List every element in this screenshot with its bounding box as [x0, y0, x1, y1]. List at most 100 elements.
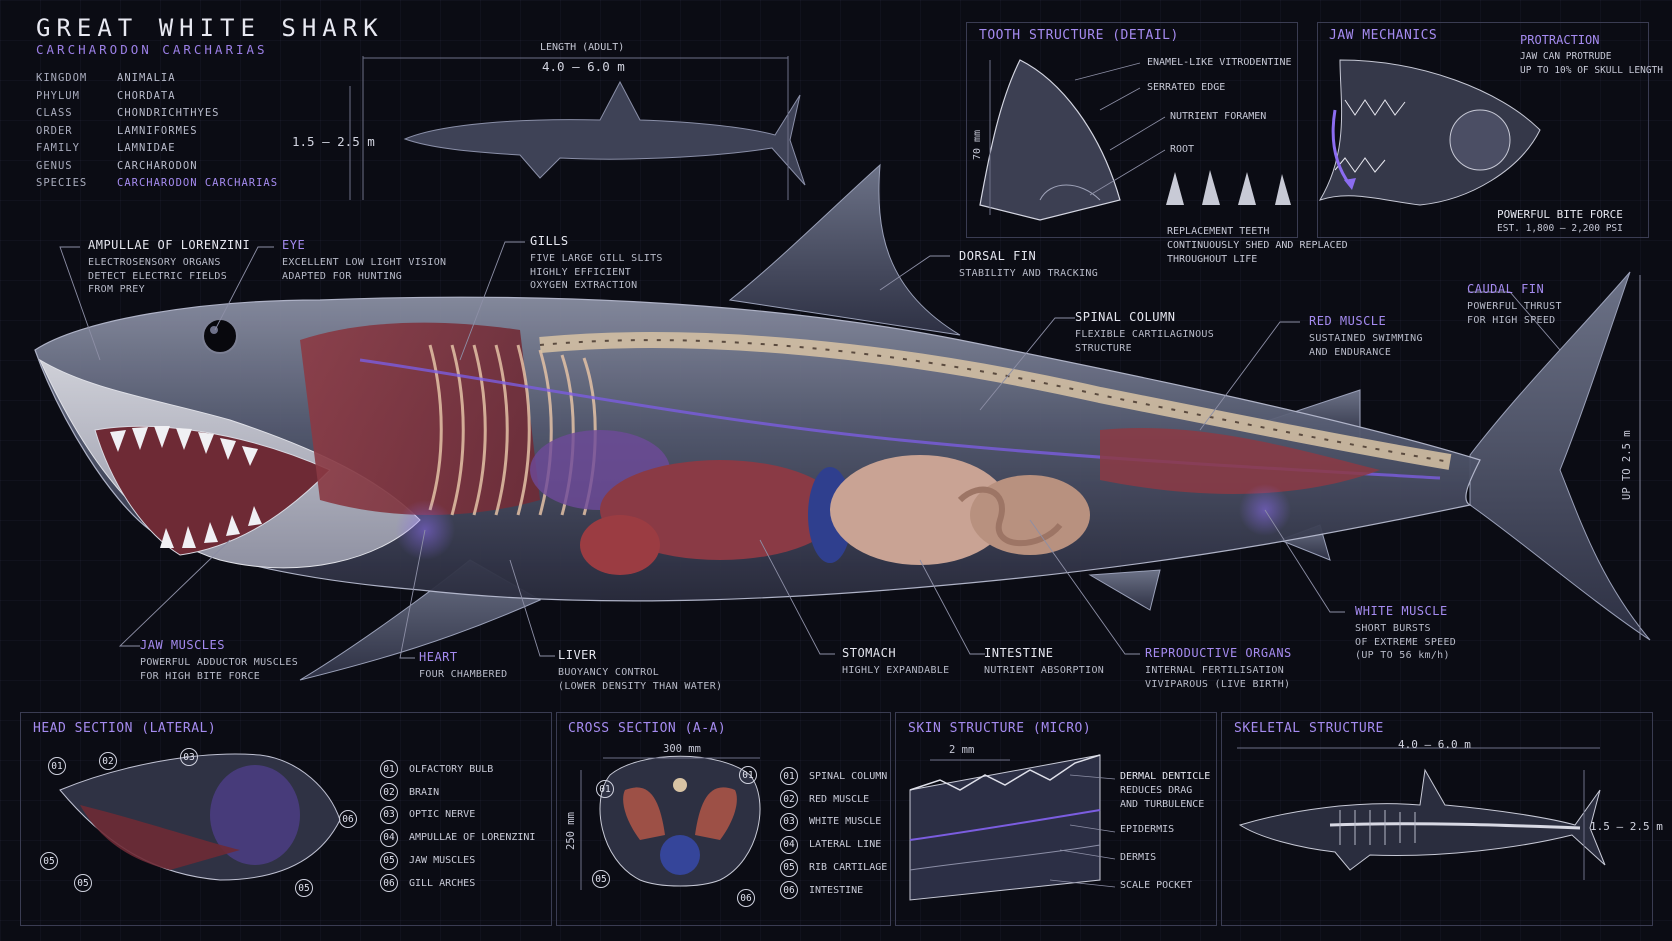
dermal-denticle-note: DERMAL DENTICLE REDUCES DRAG AND TURBULE…: [1120, 771, 1211, 810]
head-marker: 05: [295, 879, 313, 897]
skin-scale: 2 mm: [949, 744, 975, 756]
taxonomy-value: CHORDATA: [117, 89, 176, 102]
tooth-drawing: [979, 59, 1291, 221]
height-value: 1.5 – 2.5 m: [292, 134, 375, 149]
skeletal-drawing: [1237, 747, 1606, 880]
callout-title: DORSAL FIN: [959, 249, 1037, 263]
taxonomy-rank: CLASS: [36, 107, 73, 119]
size-silhouette: [349, 56, 806, 200]
protraction-line: JAW CAN PROTRUDE: [1520, 51, 1612, 62]
callout-title: HEART: [419, 650, 458, 664]
callout-title: WHITE MUSCLE: [1355, 604, 1448, 618]
replacement-teeth-note: REPLACEMENT TEETH CONTINUOUSLY SHED AND …: [1167, 225, 1348, 267]
skeletal-structure-panel: [1221, 712, 1653, 926]
head-section-panel: [20, 712, 552, 926]
head-marker: 05: [74, 874, 92, 892]
bite-force-title: POWERFUL BITE FORCE: [1497, 208, 1623, 221]
scale-pocket-label: SCALE POCKET: [1120, 880, 1193, 891]
skin-structure-panel: [895, 712, 1217, 926]
taxonomy-row: SPECIES CARCHARODON CARCHARIAS: [36, 175, 278, 193]
replacement-line: REPLACEMENT TEETH: [1167, 226, 1270, 237]
taxonomy-value: ANIMALIA: [117, 72, 176, 84]
tooth-label-root: ROOT: [1170, 144, 1195, 155]
page-title: GREAT WHITE SHARK: [36, 14, 384, 42]
callout-intestine: INTESTINE NUTRIENT ABSORPTION: [984, 646, 1105, 676]
length-label: LENGTH (ADULT): [540, 42, 625, 53]
callout-lines: [59, 241, 1641, 659]
bite-force-unit: PSI: [1605, 223, 1623, 234]
tooth-label-enamel: ENAMEL-LIKE VITRODENTINE: [1147, 57, 1292, 68]
callout-stomach: STOMACH HIGHLY EXPANDABLE: [842, 646, 950, 676]
tooth-height: 70 mm: [972, 129, 983, 160]
skin-structure-title: SKIN STRUCTURE (MICRO): [908, 721, 1092, 736]
callout-title: STOMACH: [842, 646, 897, 660]
cross-section-height: 250 mm: [565, 812, 577, 850]
cross-marker: 01: [596, 780, 614, 798]
tooth-label-serrated: SERRATED EDGE: [1147, 82, 1226, 93]
cross-marker: 01: [739, 766, 757, 784]
main-shark: [34, 163, 1651, 681]
skeletal-structure-title: SKELETAL STRUCTURE: [1234, 721, 1384, 736]
taxonomy-rank: GENUS: [36, 159, 73, 172]
head-marker: 05: [40, 852, 58, 870]
callout-ampullae: AMPULLAE OF LORENZINI ELECTROSENSORY ORG…: [88, 238, 251, 295]
taxonomy-value: LAMNIDAE: [117, 142, 176, 154]
tooth-label-foramen: NUTRIENT FORAMEN: [1170, 111, 1267, 122]
bite-force-value: EST. 1,800 – 2,200: [1497, 223, 1600, 234]
protraction-title: PROTRACTION: [1520, 33, 1600, 47]
cross-section-drawing: [580, 755, 761, 890]
taxonomy-value: CARCHARODON: [117, 159, 198, 172]
protraction-line: UP TO 10% OF SKULL LENGTH: [1520, 64, 1663, 76]
cross-marker: 06: [737, 889, 755, 907]
jaw-drawing: [1318, 59, 1541, 206]
cross-section-panel: [556, 712, 891, 926]
bite-force-note: POWERFUL BITE FORCE EST. 1,800 – 2,200 P…: [1497, 208, 1623, 234]
protraction-note: PROTRACTION JAW CAN PROTRUDE UP TO 10% O…: [1520, 33, 1663, 77]
head-marker: 02: [99, 752, 117, 770]
callout-title: LIVER: [558, 648, 597, 662]
head-section-title: HEAD SECTION (LATERAL): [33, 721, 217, 736]
callout-heart: HEART FOUR CHAMBERED: [419, 650, 508, 680]
skeletal-height: 1.5 – 2.5 m: [1590, 820, 1663, 833]
cross-section-title: CROSS SECTION (A-A): [568, 721, 727, 736]
skeletal-length: 4.0 – 6.0 m: [1398, 738, 1471, 751]
callout-title: INTESTINE: [984, 646, 1054, 660]
callout-dorsal-fin: DORSAL FIN STABILITY AND TRACKING: [959, 249, 1099, 279]
taxonomy-value: CARCHARODON CARCHARIAS: [117, 177, 279, 189]
callout-title: REPRODUCTIVE ORGANS: [1145, 646, 1292, 660]
callout-title: GILLS: [530, 234, 569, 248]
jaw-mechanics-panel: [1317, 22, 1649, 238]
callout-title: JAW MUSCLES: [140, 638, 225, 652]
callout-title: AMPULLAE OF LORENZINI: [88, 238, 251, 252]
taxonomy-rank: SPECIES: [36, 177, 88, 189]
replacement-line: CONTINUOUSLY SHED AND REPLACED: [1167, 240, 1348, 251]
tooth-structure-panel: [966, 22, 1298, 238]
taxonomy-value: CHONDRICHTHYES: [117, 107, 220, 119]
length-value: 4.0 – 6.0 m: [542, 59, 625, 74]
epidermis-label: EPIDERMIS: [1120, 824, 1175, 835]
head-marker: 06: [339, 810, 357, 828]
head-marker: 01: [48, 757, 66, 775]
caudal-height: UP TO 2.5 m: [1621, 430, 1633, 500]
cross-marker: 05: [592, 870, 610, 888]
taxonomy-rank: KINGDOM: [36, 72, 88, 84]
replacement-line: THROUGHOUT LIFE: [1167, 254, 1258, 265]
